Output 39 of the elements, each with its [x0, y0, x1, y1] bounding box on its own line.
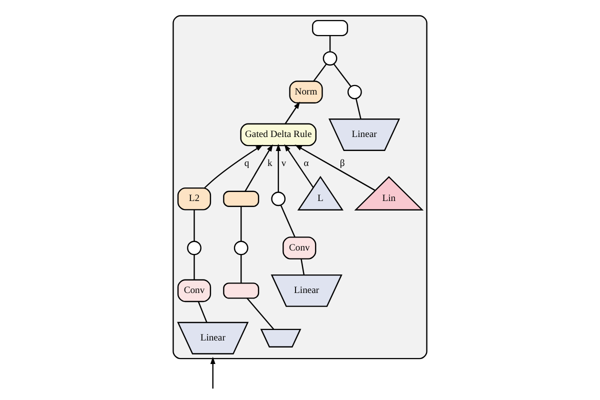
node-circle [347, 84, 362, 100]
cluster [172, 15, 428, 360]
arrow [244, 144, 273, 192]
arrow [294, 144, 376, 191]
edge-label: v [281, 158, 286, 169]
node-circle [322, 51, 338, 66]
node-circle [271, 192, 286, 206]
edge-label: k [268, 158, 272, 169]
node-box [223, 190, 260, 207]
node-circle [187, 240, 202, 256]
arrow [276, 144, 281, 192]
connector [240, 254, 242, 284]
node-circle [234, 240, 248, 256]
connector [198, 302, 208, 323]
connector [329, 36, 331, 52]
connector [280, 204, 296, 238]
arrow [284, 144, 314, 188]
node-box [223, 282, 260, 299]
arrow [284, 102, 300, 124]
arrow [204, 144, 263, 188]
node-box [312, 20, 348, 36]
node-box: Gated Delta Rule [240, 123, 317, 146]
node-box: Conv [282, 236, 316, 260]
connector [246, 298, 274, 330]
edge-label: β [340, 158, 345, 169]
connector [356, 98, 362, 120]
connector [333, 64, 352, 87]
node-trapezoid [260, 328, 302, 348]
node-box: Conv [177, 279, 212, 302]
connector [194, 254, 195, 280]
node-box: Norm [289, 80, 323, 104]
edge-label: α [304, 158, 309, 169]
connector [194, 210, 195, 242]
arrow [210, 356, 216, 389]
connector [300, 258, 305, 275]
connector [313, 64, 327, 82]
connector [240, 206, 242, 242]
node-box: L2 [177, 187, 212, 210]
edge-label: q [244, 158, 250, 169]
